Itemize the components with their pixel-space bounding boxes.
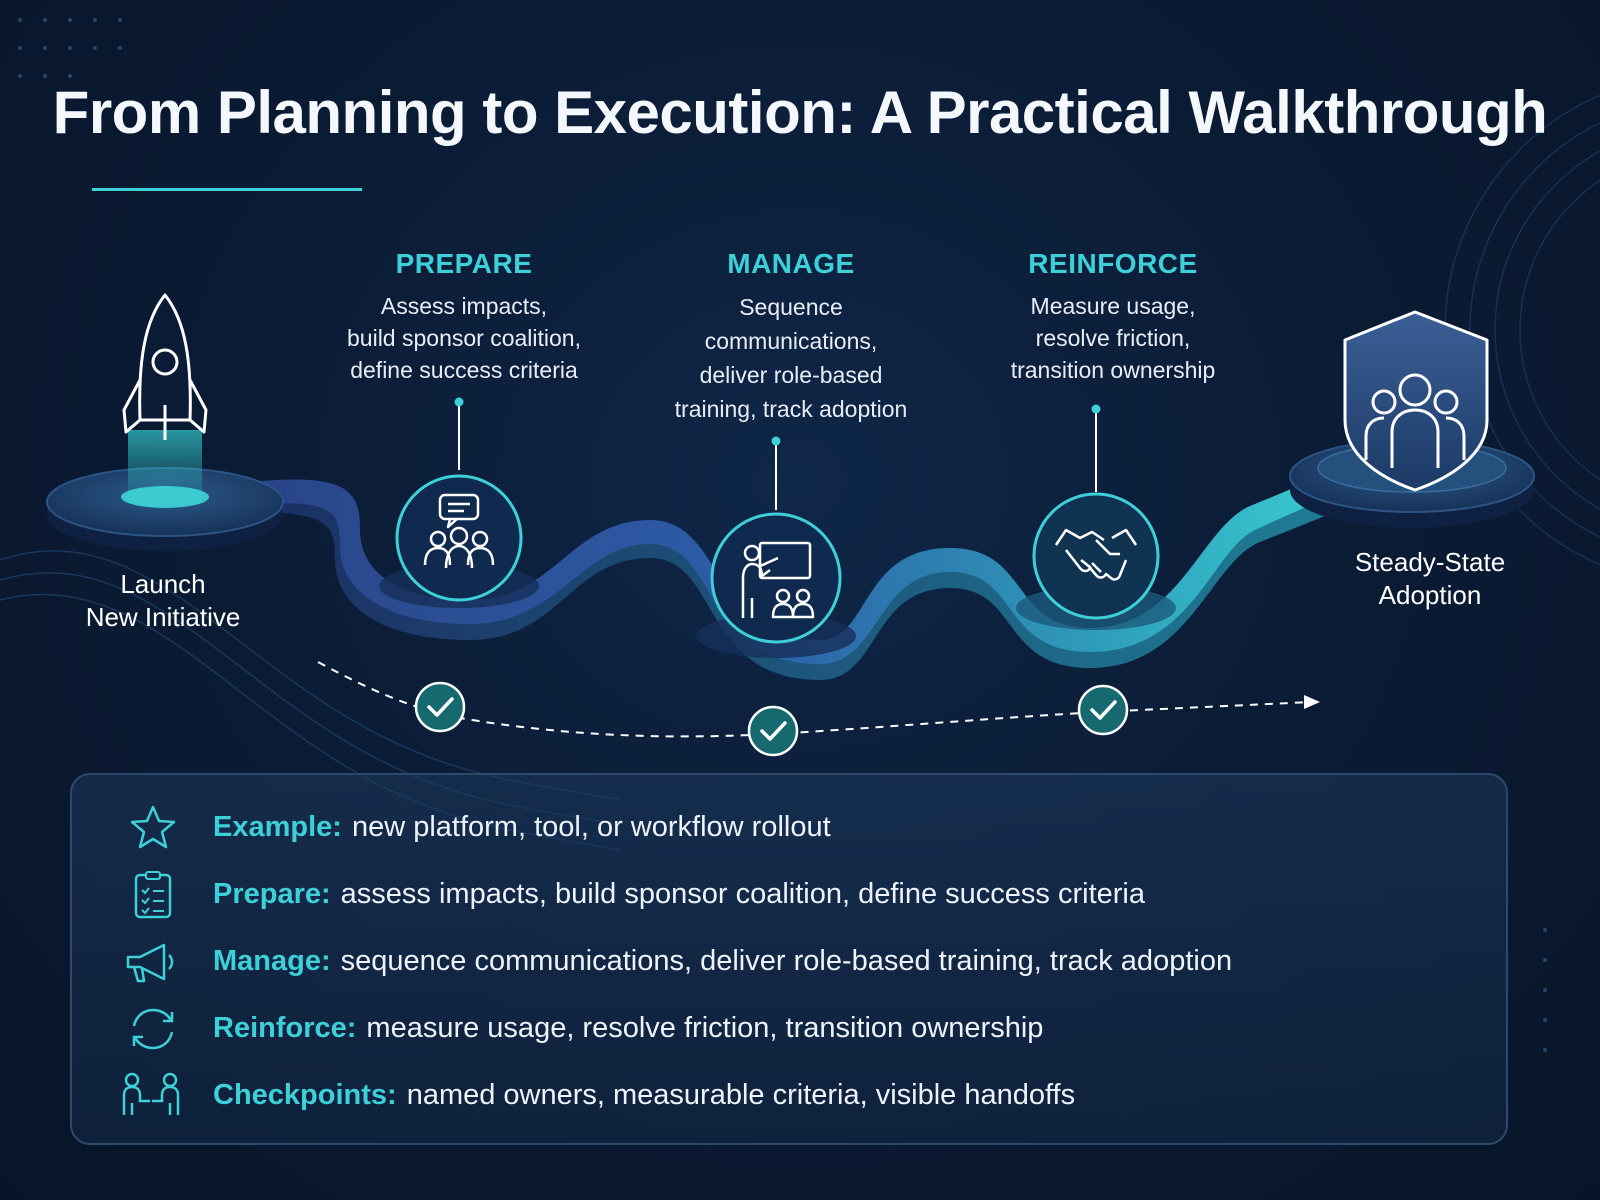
progress-arrowhead bbox=[1304, 695, 1320, 709]
stage-reinforce: REINFORCE Measure usage, resolve frictio… bbox=[943, 248, 1283, 386]
rocket-icon bbox=[122, 293, 208, 440]
stage-node-manage bbox=[696, 436, 856, 658]
summary-panel: Example: new platform, tool, or workflow … bbox=[70, 773, 1508, 1145]
handshake-icon bbox=[1054, 528, 1138, 581]
stage-title: PREPARE bbox=[395, 248, 533, 279]
clipboard-checklist-icon bbox=[134, 871, 172, 919]
team-chat-icon bbox=[423, 493, 495, 569]
stage-description: Assess impacts, build sponsor coalition,… bbox=[347, 293, 581, 383]
summary-key: Reinforce: bbox=[213, 1012, 357, 1044]
summary-text: new platform, tool, or workflow rollout bbox=[351, 811, 831, 843]
refresh-icon bbox=[132, 1008, 174, 1050]
checkpoint-check-icon bbox=[1077, 684, 1129, 736]
summary-row-prepare: Prepare: assess impacts, build sponsor co… bbox=[72, 870, 1472, 920]
checkpoint-check-icon bbox=[747, 705, 799, 757]
summary-row-example: Example: new platform, tool, or workflow … bbox=[72, 803, 1472, 853]
summary-key: Prepare: bbox=[213, 878, 331, 910]
checkpoint-check-icon bbox=[414, 681, 466, 733]
handoff-people-icon bbox=[122, 1072, 180, 1115]
summary-text: assess impacts, build sponsor coalition,… bbox=[340, 878, 1145, 910]
summary-text: named owners, measurable criteria, visib… bbox=[406, 1079, 1076, 1111]
training-presentation-icon bbox=[741, 541, 815, 619]
summary-row-checkpoints: Checkpoints: named owners, measurable cri… bbox=[72, 1071, 1472, 1121]
stage-description: Measure usage, resolve friction, transit… bbox=[1010, 293, 1216, 383]
summary-row-manage: Manage: sequence communications, deliver … bbox=[72, 937, 1472, 987]
title-underline bbox=[92, 188, 362, 191]
summary-text: sequence communications, deliver role-ba… bbox=[340, 945, 1233, 977]
stage-node-prepare bbox=[379, 397, 539, 608]
summary-key: Checkpoints: bbox=[213, 1079, 397, 1111]
stage-description: Sequence communications, deliver role-ba… bbox=[674, 294, 908, 422]
summary-key: Example: bbox=[213, 811, 342, 843]
stage-title: REINFORCE bbox=[1028, 248, 1198, 279]
stage-node-reinforce bbox=[1016, 404, 1176, 630]
megaphone-icon bbox=[126, 943, 174, 983]
page-title: From Planning to Execution: A Practical … bbox=[52, 79, 1548, 146]
start-platform bbox=[46, 430, 284, 551]
stage-manage: MANAGE Sequence communications, deliver … bbox=[621, 248, 961, 426]
summary-key: Manage: bbox=[213, 945, 331, 977]
decorative-dots bbox=[18, 18, 1547, 1052]
shield-team-icon bbox=[1343, 310, 1489, 492]
stage-title: MANAGE bbox=[727, 248, 855, 279]
summary-text: measure usage, resolve friction, transit… bbox=[366, 1012, 1044, 1044]
start-label: Launch New Initiative bbox=[85, 569, 241, 632]
star-icon bbox=[130, 805, 176, 849]
stage-prepare: PREPARE Assess impacts, build sponsor co… bbox=[294, 248, 634, 386]
end-label: Steady-State Adoption bbox=[1354, 547, 1506, 610]
summary-row-reinforce: Reinforce: measure usage, resolve frictio… bbox=[72, 1004, 1472, 1054]
